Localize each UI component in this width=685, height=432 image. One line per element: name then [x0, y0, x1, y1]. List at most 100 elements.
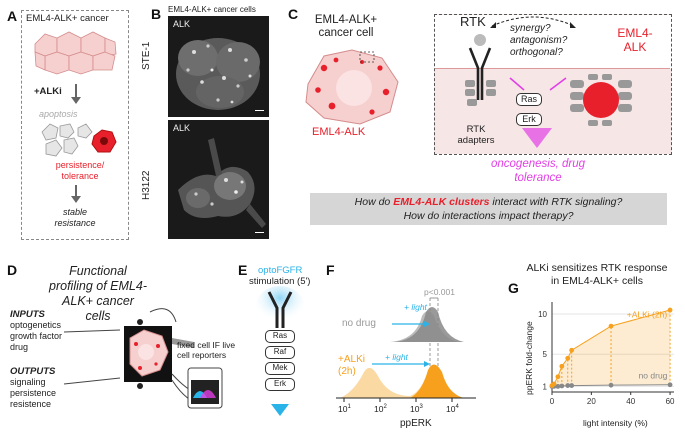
ras-node: Ras — [516, 93, 542, 106]
row-label-h3122: H3122 — [141, 170, 152, 200]
panel-d-title: Functional profiling of EML4-ALK+ cancer… — [49, 264, 147, 323]
data-point-0 — [555, 383, 561, 389]
cancer-cell-label: EML4-ALK+ cancer cell — [314, 14, 378, 39]
tick-f-3-exp: 3 — [419, 404, 423, 411]
y-tick-label: 10 — [538, 310, 547, 319]
chart-xlabel: light intensity (%) — [583, 418, 648, 428]
pperk-axis-label: ppERK — [400, 418, 432, 429]
panel-b-letter: B — [151, 6, 162, 22]
data-point-0 — [569, 383, 575, 388]
opto-receptor-cascade — [256, 286, 304, 416]
panel-a-frame — [21, 10, 129, 240]
data-point-1 — [551, 381, 557, 387]
functional-profiling-diagram — [63, 308, 223, 409]
panel-b-title: EML4-ALK+ cancer cells — [168, 5, 256, 14]
tick-f-4-base: 10 — [446, 404, 456, 414]
outputs-items: signaling persistence resistence — [10, 377, 57, 409]
rtk-label: RTK — [460, 14, 486, 29]
row-label-ste1: STE-1 — [141, 41, 152, 70]
tick-f-2-base: 10 — [374, 404, 384, 414]
light-label-bottom: + light — [385, 352, 408, 362]
eml4-alk-label-right: EML4- ALK — [617, 26, 653, 54]
x-tick-label: 0 — [550, 397, 555, 406]
eml4-alk-cluster — [570, 74, 632, 126]
inputs-items: optogenetics growth factor drug — [10, 320, 63, 352]
tick-f-1-base: 10 — [338, 404, 348, 414]
alki-label: +ALKi — [34, 86, 62, 97]
oncogenesis-label: oncogenesis, drug tolerance — [491, 158, 585, 184]
rtk-adapters-label: RTK adapters — [457, 124, 495, 146]
chart-title: ALKi sensitizes RTK response in EML4-ALK… — [526, 262, 668, 287]
question-line-2: How do interactions impact therapy? — [403, 210, 574, 222]
x-tick-label: 20 — [587, 397, 596, 406]
data-point-0 — [565, 383, 571, 388]
pperk-histograms — [336, 297, 476, 402]
question-1-suffix: interact with RTK signaling? — [489, 196, 623, 208]
tick-f-3-base: 10 — [410, 404, 420, 414]
readout-label: fixed cell IF live cell reporters — [177, 340, 236, 360]
data-point-1 — [565, 355, 571, 361]
no-drug-series-label: no drug — [639, 370, 668, 380]
apoptotic-cells — [41, 123, 117, 157]
question-1-emphasis: EML4-ALK clusters — [393, 196, 490, 208]
arrow-a1-head — [71, 97, 81, 104]
panel-a-letter: A — [7, 8, 18, 24]
persistence-label: persistence/ tolerance — [55, 160, 105, 181]
arrow-a2 — [75, 185, 77, 197]
light-label-top: + light — [404, 302, 427, 312]
panel-c-letter: C — [288, 6, 299, 22]
question-1-prefix: How do — [354, 196, 394, 208]
h3122-cells-texture — [178, 138, 266, 228]
data-point-0 — [559, 383, 565, 389]
stimulation-label: stimulation (5') — [249, 276, 311, 287]
cascade-erk: Erk — [265, 378, 295, 391]
research-question-box: How do EML4-ALK clusters interact with R… — [310, 193, 667, 225]
no-drug-label: no drug — [342, 318, 376, 329]
y-tick-label: 5 — [543, 350, 548, 359]
arrow-a2-head — [71, 196, 81, 203]
h3122-alk-label: ALK — [173, 123, 191, 133]
erk-node: Erk — [516, 113, 542, 126]
panel-g-letter: G — [508, 280, 519, 296]
tick-f-2-exp: 2 — [383, 404, 387, 411]
pvalue-label: p<0.001 — [424, 287, 455, 297]
data-point-1 — [569, 347, 575, 353]
data-point-1 — [555, 374, 561, 380]
panel-f-letter: F — [326, 262, 335, 278]
panel-a-title: EML4-ALK+ cancer — [26, 13, 109, 24]
rtk-receptor — [465, 34, 496, 106]
stable-resistance-label: stable resistance — [54, 207, 96, 228]
microscopy-image-h3122: ALK — [168, 120, 269, 239]
interaction-questions: synergy? antagonism? orthogonal? — [510, 23, 568, 58]
tick-f-1-exp: 1 — [347, 404, 351, 411]
cancer-cell-drawing — [305, 49, 399, 125]
scale-bar-top — [255, 109, 264, 111]
signal-arrows — [509, 77, 567, 148]
cascade-raf: Raf — [265, 346, 295, 359]
optofgfr-label: optoFGFR — [258, 265, 303, 276]
data-point-0 — [667, 382, 673, 388]
cascade-mek: Mek — [265, 362, 295, 375]
cascade-ras: Ras — [265, 330, 295, 343]
ste1-alk-label: ALK — [173, 19, 191, 29]
panel-e-letter: E — [238, 262, 248, 278]
ste1-cells-texture — [176, 38, 260, 110]
data-point-1 — [667, 307, 673, 313]
y-tick-label: 1 — [543, 382, 548, 391]
inputs-title: INPUTS — [10, 309, 45, 320]
data-point-1 — [559, 363, 565, 369]
apoptosis-label: apoptosis — [39, 109, 78, 119]
cancer-cell-cluster — [34, 31, 117, 75]
x-tick-label: 40 — [626, 397, 635, 406]
x-tick-label: 60 — [666, 397, 675, 406]
scale-bar-bottom — [255, 231, 264, 233]
membrane-line — [435, 68, 670, 69]
panel-d-letter: D — [7, 262, 18, 278]
outputs-title: OUTPUTS — [10, 366, 56, 377]
microscopy-image-ste1: ALK — [168, 16, 269, 117]
data-point-0 — [608, 382, 614, 388]
question-line-1: How do EML4-ALK clusters interact with R… — [310, 195, 667, 209]
alki-series-label: +ALKi (2h) — [627, 309, 668, 319]
tick-f-4: 104 — [446, 404, 459, 414]
tick-f-1: 101 — [338, 404, 351, 414]
